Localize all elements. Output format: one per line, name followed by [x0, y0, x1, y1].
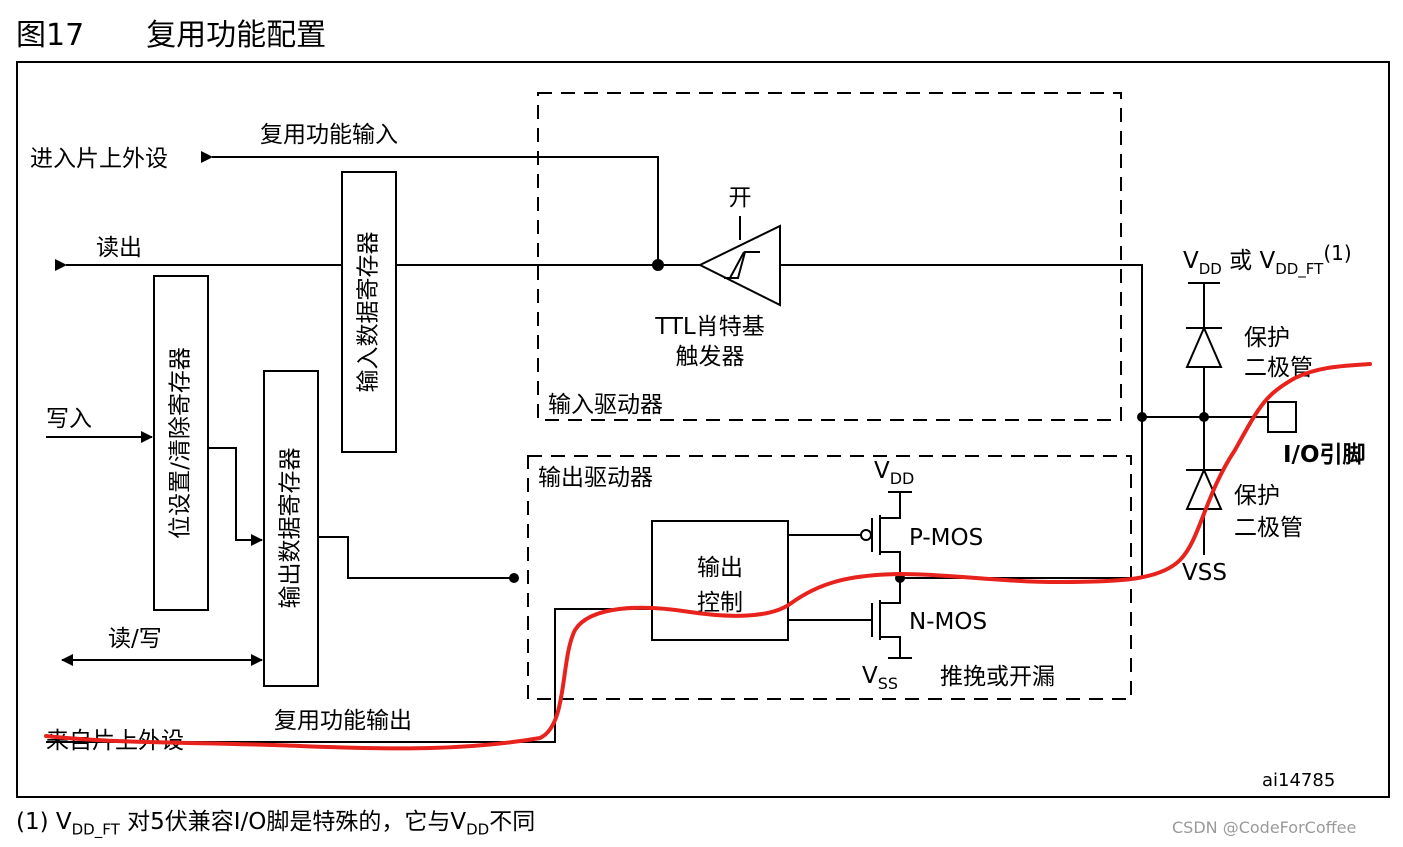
- switch-contact-dot: [509, 573, 519, 583]
- figure-title: 图17 复用功能配置: [16, 10, 326, 54]
- output-control-box: [651, 520, 789, 641]
- output-control-line1: 输出: [697, 555, 743, 581]
- watermark: CSDN @CodeForCoffee: [1172, 818, 1357, 837]
- output-data-register-label: 输出数据寄存器: [278, 448, 304, 609]
- trigger-on-label: 开: [729, 185, 752, 211]
- vss-pin-label: VSS: [1182, 560, 1227, 586]
- diagram-frame: [16, 61, 1390, 798]
- write-in-label: 写入: [46, 406, 92, 432]
- highlight-signal-path: [44, 362, 1372, 751]
- upper-diode-triangle: [1185, 325, 1223, 368]
- input-driver-label: 输入驱动器: [548, 392, 663, 418]
- trigger-to-pin-line: [780, 264, 1143, 417]
- pmos-label: P-MOS: [909, 525, 983, 551]
- lower-diode-label-line2: 二极管: [1234, 515, 1303, 541]
- nmos-label: N-MOS: [909, 609, 987, 635]
- vss-label: VSS: [862, 663, 898, 693]
- read-out-label: 读出: [96, 235, 142, 261]
- vdd-or-vdd-ft-label: VDD 或 VDD_FT(1): [1183, 241, 1352, 279]
- figure-caption: 复用功能配置: [146, 18, 327, 53]
- input-driver-box: [537, 92, 1122, 421]
- push-pull-label: 推挽或开漏: [940, 664, 1055, 690]
- output-control-line2: 控制: [697, 590, 743, 616]
- odr-to-switch-line: [318, 536, 512, 579]
- schmitt-label-line2: 触发器: [676, 344, 745, 370]
- junction-dot: [652, 259, 664, 271]
- output-driver-label: 输出驱动器: [538, 465, 653, 491]
- pin-node-left: [1137, 412, 1147, 422]
- nmos-terminals: [880, 580, 901, 658]
- io-pin-pad: [1267, 401, 1297, 433]
- footnote: (1) VDD_FT 对5伏兼容I/O脚是特殊的，它与VDD不同: [16, 809, 536, 839]
- read-write-label: 读/写: [108, 626, 162, 652]
- hysteresis-icon: [724, 251, 760, 279]
- input-data-register-label: 输入数据寄存器: [356, 232, 382, 393]
- io-pin-label: I/O引脚: [1283, 442, 1366, 468]
- lower-diode-label-line1: 保护: [1234, 483, 1280, 509]
- upper-diode-label-line2: 二极管: [1244, 355, 1313, 381]
- figure-number: 图17: [16, 18, 85, 53]
- upper-diode-label-line1: 保护: [1244, 325, 1290, 351]
- pmos-gate-bubble: [860, 529, 872, 541]
- output-data-register: [263, 370, 319, 687]
- bit-set-reset-register: [153, 275, 209, 611]
- input-data-register: [341, 171, 397, 453]
- af-output-line: [46, 608, 652, 743]
- figure-id: ai14785: [1262, 770, 1335, 791]
- pmos-terminals: [880, 492, 901, 580]
- af-input-line: [201, 151, 659, 265]
- bit-set-reset-register-label: 位设置/清除寄存器: [168, 347, 194, 539]
- af-input-label: 复用功能输入: [260, 122, 398, 148]
- into-peripheral-label: 进入片上外设: [30, 146, 168, 172]
- bsr-to-odr-line: [208, 447, 263, 546]
- af-output-label: 复用功能输出: [274, 708, 412, 734]
- schmitt-label-line1: TTL肖特基: [654, 314, 765, 340]
- vdd-label: VDD: [874, 458, 914, 488]
